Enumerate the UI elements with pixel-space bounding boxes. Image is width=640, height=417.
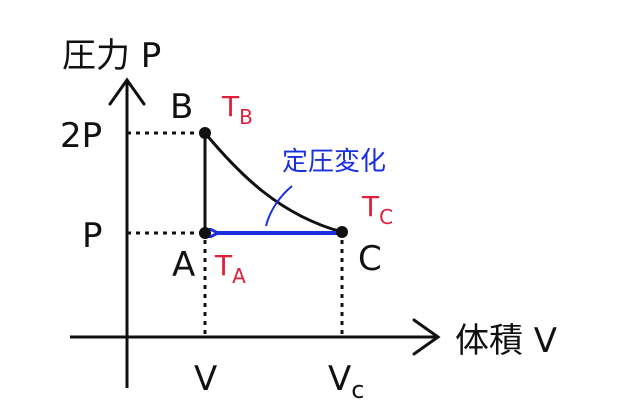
label-a: A xyxy=(172,245,195,285)
y-axis-label: 圧力 P xyxy=(62,36,161,76)
curve-bc xyxy=(203,132,343,234)
x-tick-vc-sub: c xyxy=(351,376,364,404)
point-b xyxy=(199,127,211,139)
temp-c: TC xyxy=(361,190,393,229)
temp-c-main: T xyxy=(361,190,380,223)
x-tick-vc-main: V xyxy=(328,359,351,399)
temp-c-sub: C xyxy=(379,205,393,229)
isobaric-annotation: 定圧変化 xyxy=(282,147,386,177)
y-tick-2p: 2P xyxy=(60,116,102,156)
temp-a: TA xyxy=(214,249,246,288)
x-axis-arrow-icon xyxy=(412,318,441,356)
temp-b: TB xyxy=(221,90,253,129)
x-axis-label: 体積 V xyxy=(455,321,557,361)
temp-a-sub: A xyxy=(232,264,246,288)
annotation-pointer xyxy=(265,185,293,227)
temp-b-sub: B xyxy=(239,105,253,129)
x-tick-v: V xyxy=(194,359,217,399)
label-c: C xyxy=(358,239,382,279)
point-c xyxy=(336,226,348,238)
temp-a-main: T xyxy=(214,249,233,282)
temp-b-main: T xyxy=(221,90,240,123)
point-a xyxy=(199,227,211,239)
x-tick-vc: Vc xyxy=(328,359,364,404)
y-tick-p: P xyxy=(82,216,103,256)
label-b: B xyxy=(170,87,193,127)
y-axis-arrow-icon xyxy=(108,77,146,106)
